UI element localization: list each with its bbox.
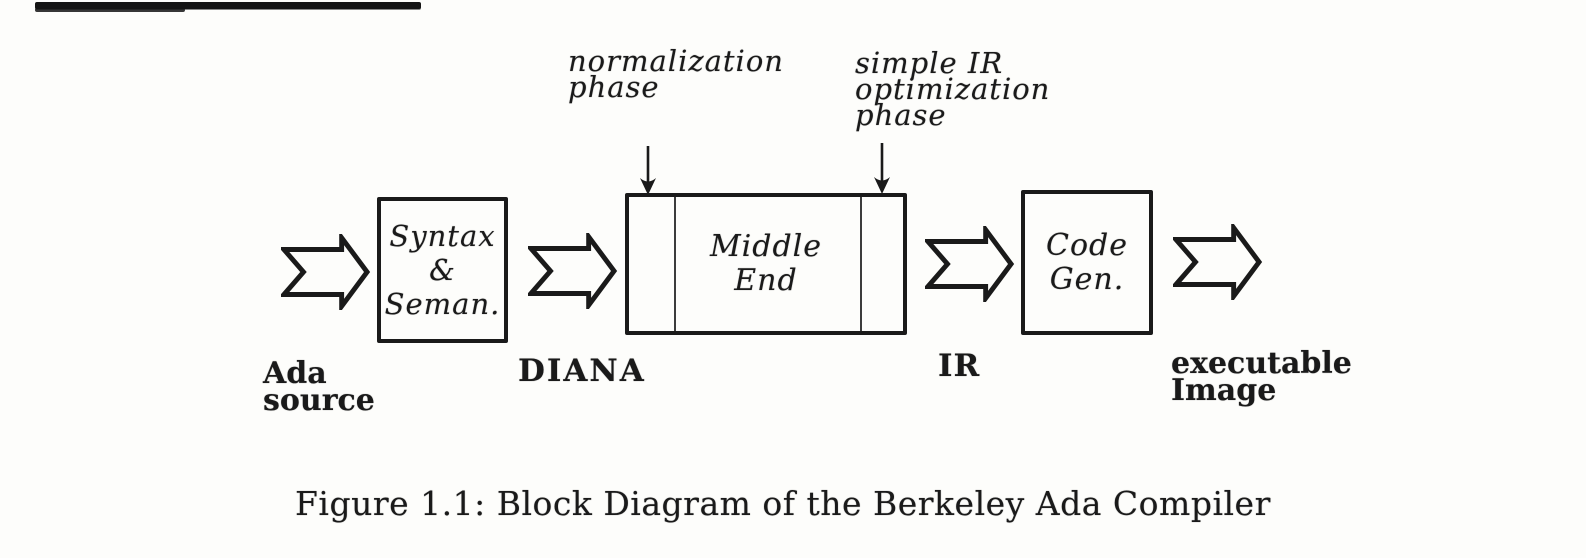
flow-arrow-icon bbox=[528, 233, 618, 309]
optimization-phase-divider bbox=[860, 197, 862, 331]
data-label-line: Ada bbox=[263, 356, 327, 391]
stage-label-line: Seman. bbox=[384, 287, 501, 321]
figure-caption: Figure 1.1: Block Diagram of the Berkele… bbox=[295, 484, 1271, 523]
data-label-ir: IR bbox=[938, 348, 981, 384]
scan-artifact-bar bbox=[35, 8, 185, 12]
flow-arrow-icon bbox=[281, 234, 371, 310]
stage-box-middle-end: Middle End bbox=[625, 193, 907, 335]
flow-arrow-icon bbox=[925, 226, 1015, 302]
data-label-line: DIANA bbox=[518, 353, 646, 389]
data-label-executable-image: executable Image bbox=[1171, 346, 1352, 408]
stage-label-line: End bbox=[734, 263, 798, 298]
stage-label-line: Code bbox=[1046, 227, 1128, 263]
annotation-simple-ir-optimization-phase: simple IR optimization phase bbox=[855, 46, 1051, 132]
data-label-line: IR bbox=[938, 348, 981, 384]
annotation-normalization-phase: normalization phase bbox=[568, 44, 784, 104]
scan-artifact-bar bbox=[35, 2, 421, 9]
stage-label-line: & bbox=[429, 253, 456, 287]
stage-label-line: Middle bbox=[709, 229, 823, 264]
down-arrow-icon bbox=[874, 143, 890, 194]
data-label-diana: DIANA bbox=[518, 353, 646, 389]
down-arrow-icon bbox=[640, 146, 656, 195]
stage-box-code-gen: Code Gen. bbox=[1021, 190, 1153, 335]
annotation-line: simple IR bbox=[855, 46, 1004, 80]
stage-box-syntax-semantics: Syntax & Seman. bbox=[377, 197, 508, 343]
data-label-ada-source: Ada source bbox=[263, 356, 375, 418]
annotation-line: optimization bbox=[855, 72, 1051, 106]
normalization-phase-divider bbox=[674, 197, 676, 331]
stage-label-line: Gen. bbox=[1049, 261, 1125, 297]
stage-label-line: Syntax bbox=[389, 219, 496, 253]
data-label-line: source bbox=[263, 383, 375, 418]
data-label-line: executable bbox=[1171, 346, 1352, 381]
data-label-line: Image bbox=[1171, 373, 1277, 408]
annotation-line: normalization bbox=[568, 44, 784, 78]
flow-arrow-icon bbox=[1173, 224, 1263, 300]
annotation-line: phase bbox=[855, 98, 947, 132]
annotation-line: phase bbox=[568, 70, 660, 104]
